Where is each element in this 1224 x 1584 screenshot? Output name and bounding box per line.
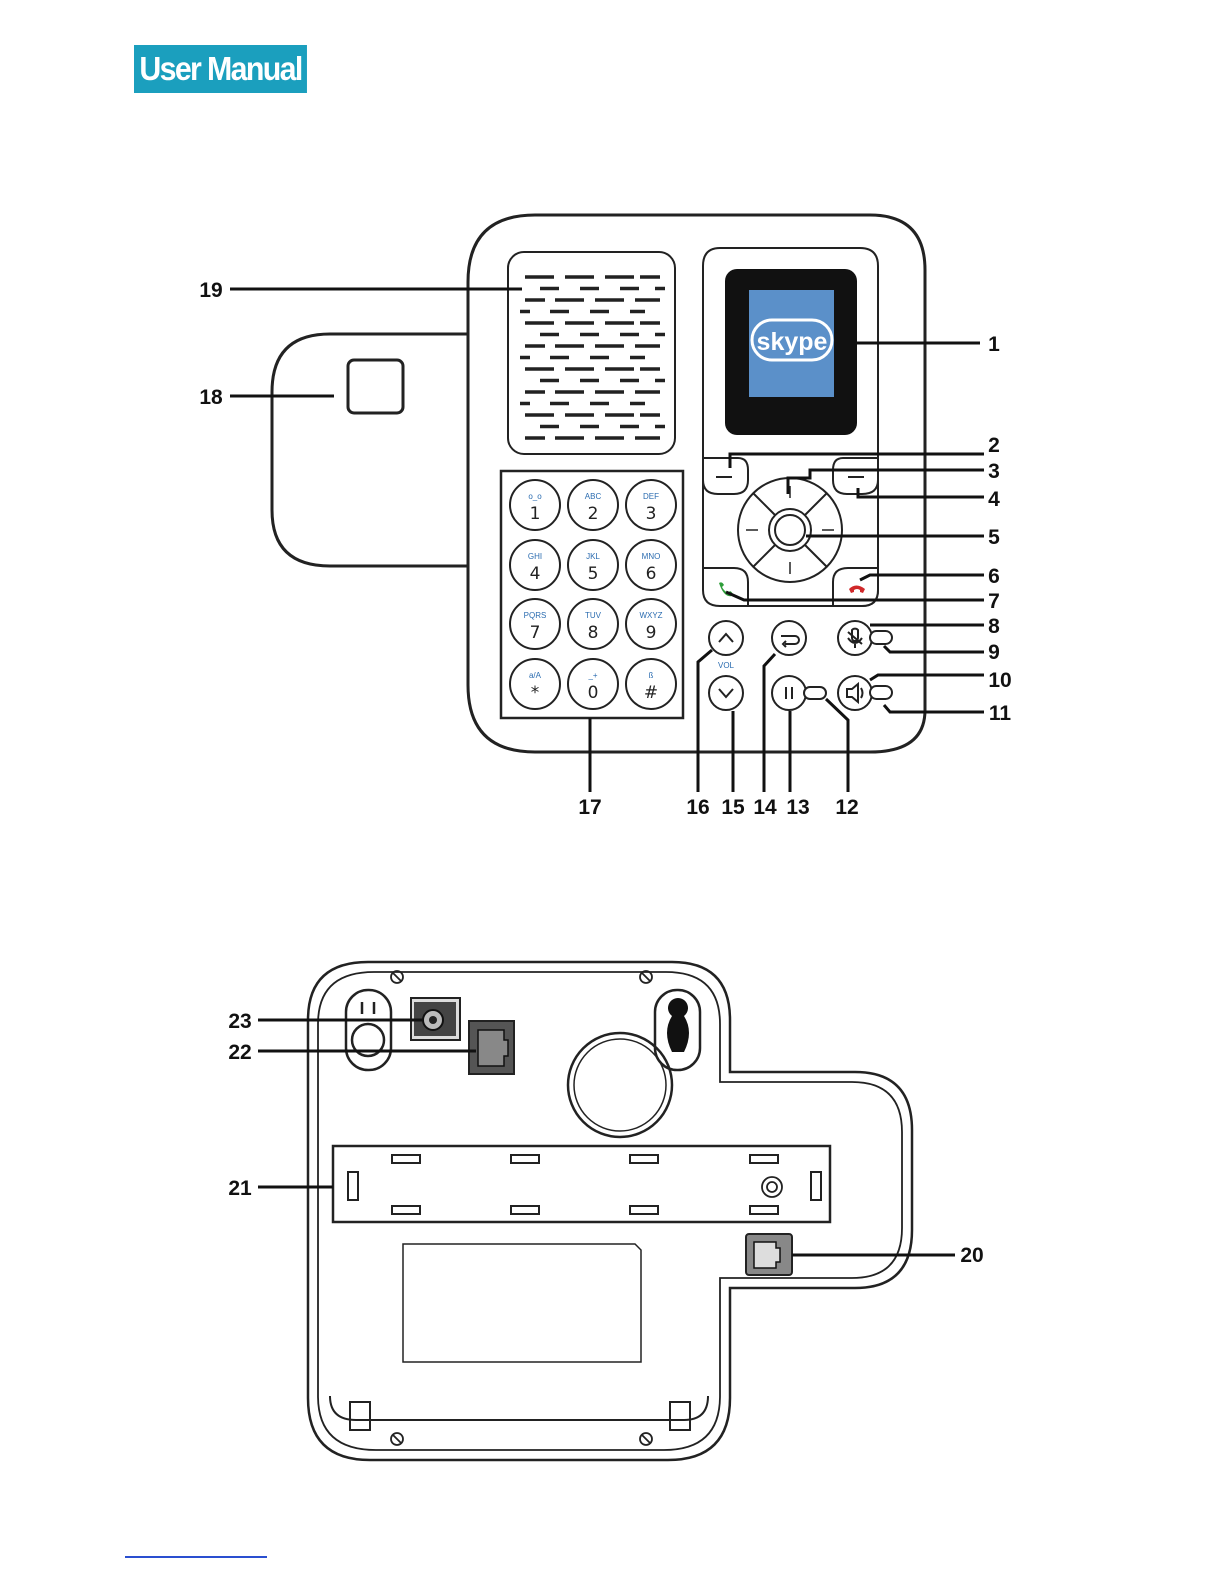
callout-17: 17 bbox=[578, 796, 601, 819]
key-digit: 9 bbox=[646, 623, 657, 643]
callout-16: 16 bbox=[686, 796, 709, 819]
key-digit: 6 bbox=[646, 564, 657, 584]
rail-slots bbox=[348, 1155, 821, 1214]
lan-port bbox=[469, 1021, 514, 1074]
keypad-key-12[interactable]: ß# bbox=[626, 659, 676, 709]
keypad-key-11[interactable]: _+ 0 bbox=[568, 659, 618, 709]
callout-2: 2 bbox=[988, 434, 1000, 457]
vol-label: VOL bbox=[718, 661, 735, 670]
callout-7: 7 bbox=[988, 590, 1000, 613]
callout-13: 13 bbox=[786, 796, 809, 819]
key-letters: DEF bbox=[643, 492, 659, 501]
vol-down-button[interactable] bbox=[709, 676, 743, 710]
callout-14: 14 bbox=[753, 796, 777, 819]
nav-pad[interactable] bbox=[738, 478, 842, 582]
lcd-screen: skype bbox=[725, 269, 857, 435]
callout-3: 3 bbox=[988, 460, 1000, 483]
speaker-button[interactable] bbox=[838, 676, 872, 710]
key-digit: 2 bbox=[588, 504, 599, 524]
key-letters: PQRS bbox=[524, 611, 547, 620]
key-digit: 0 bbox=[588, 683, 599, 703]
key-letters: TUV bbox=[585, 611, 602, 620]
key-letters: WXYZ bbox=[639, 611, 662, 620]
key-letters: MNO bbox=[642, 552, 661, 561]
key-digit: 8 bbox=[588, 623, 599, 643]
screws bbox=[391, 971, 782, 1445]
callout-23: 23 bbox=[228, 1010, 251, 1033]
wall-mount-slot-left bbox=[346, 990, 391, 1070]
footer-link-rule bbox=[125, 1556, 267, 1558]
callout-18: 18 bbox=[199, 386, 223, 409]
label-area bbox=[403, 1244, 641, 1362]
hold-led bbox=[804, 687, 826, 699]
keypad-key-5[interactable]: JKL 5 bbox=[568, 540, 618, 590]
key-digit: # bbox=[644, 683, 658, 703]
key-letters: _+ bbox=[587, 671, 597, 680]
key-letters: JKL bbox=[586, 552, 600, 561]
keypad-key-10[interactable]: a/A * bbox=[510, 659, 560, 709]
callout-10: 10 bbox=[988, 669, 1011, 692]
redial-button[interactable] bbox=[772, 621, 806, 655]
speaker-grille bbox=[508, 252, 675, 454]
callout-21: 21 bbox=[228, 1177, 252, 1200]
key-letters: ß bbox=[649, 671, 654, 680]
screen-logo-text: skype bbox=[757, 328, 828, 356]
key-digit: * bbox=[531, 683, 540, 703]
keypad-key-1[interactable]: o_o 1 bbox=[510, 480, 560, 530]
callout-9: 9 bbox=[988, 641, 1000, 664]
ok-key[interactable] bbox=[775, 515, 805, 545]
callout-8: 8 bbox=[988, 615, 1000, 638]
hook-switch bbox=[348, 360, 403, 413]
keypad-key-9[interactable]: WXYZ 9 bbox=[626, 599, 676, 649]
callout-22: 22 bbox=[228, 1041, 251, 1064]
vol-up-button[interactable] bbox=[709, 621, 743, 655]
callout-6: 6 bbox=[988, 565, 1000, 588]
key-letters: GHI bbox=[528, 552, 542, 561]
callout-4: 4 bbox=[988, 488, 1000, 511]
callout-15: 15 bbox=[721, 796, 745, 819]
speaker-slots bbox=[520, 277, 665, 438]
keypad-key-8[interactable]: TUV 8 bbox=[568, 599, 618, 649]
keypad-key-6[interactable]: MNO 6 bbox=[626, 540, 676, 590]
stand-rail bbox=[333, 1146, 830, 1222]
handset-port bbox=[746, 1234, 792, 1275]
key-letters: a/A bbox=[529, 671, 542, 680]
key-digit: 5 bbox=[588, 564, 599, 584]
callout-numbers: 1 2 3 4 5 6 7 8 9 10 11 12 13 14 15 16 1… bbox=[199, 279, 1011, 1267]
keypad-key-2[interactable]: ABC 2 bbox=[568, 480, 618, 530]
back-view bbox=[308, 962, 912, 1460]
key-digit: 7 bbox=[530, 623, 541, 643]
callout-11: 11 bbox=[989, 702, 1012, 725]
keypad-key-4[interactable]: GHI 4 bbox=[510, 540, 560, 590]
key-digit: 1 bbox=[530, 504, 541, 524]
mute-led bbox=[870, 631, 892, 644]
callout-5: 5 bbox=[988, 526, 1000, 549]
rear-speaker bbox=[568, 1033, 672, 1137]
keypad-key-7[interactable]: PQRS 7 bbox=[510, 599, 560, 649]
callout-1: 1 bbox=[988, 333, 1000, 356]
front-callout-lines bbox=[230, 289, 984, 792]
callout-12: 12 bbox=[835, 796, 858, 819]
key-letters: o_o bbox=[528, 492, 542, 501]
callout-19: 19 bbox=[199, 279, 222, 302]
keypad-key-3[interactable]: DEF 3 bbox=[626, 480, 676, 530]
speaker-led bbox=[870, 686, 892, 699]
callout-20: 20 bbox=[960, 1244, 983, 1267]
handset-cradle bbox=[272, 334, 468, 566]
key-digit: 4 bbox=[530, 564, 541, 584]
hold-button[interactable] bbox=[772, 676, 806, 710]
key-letters: ABC bbox=[585, 492, 602, 501]
back-shell bbox=[308, 962, 912, 1460]
key-digit: 3 bbox=[646, 504, 657, 524]
